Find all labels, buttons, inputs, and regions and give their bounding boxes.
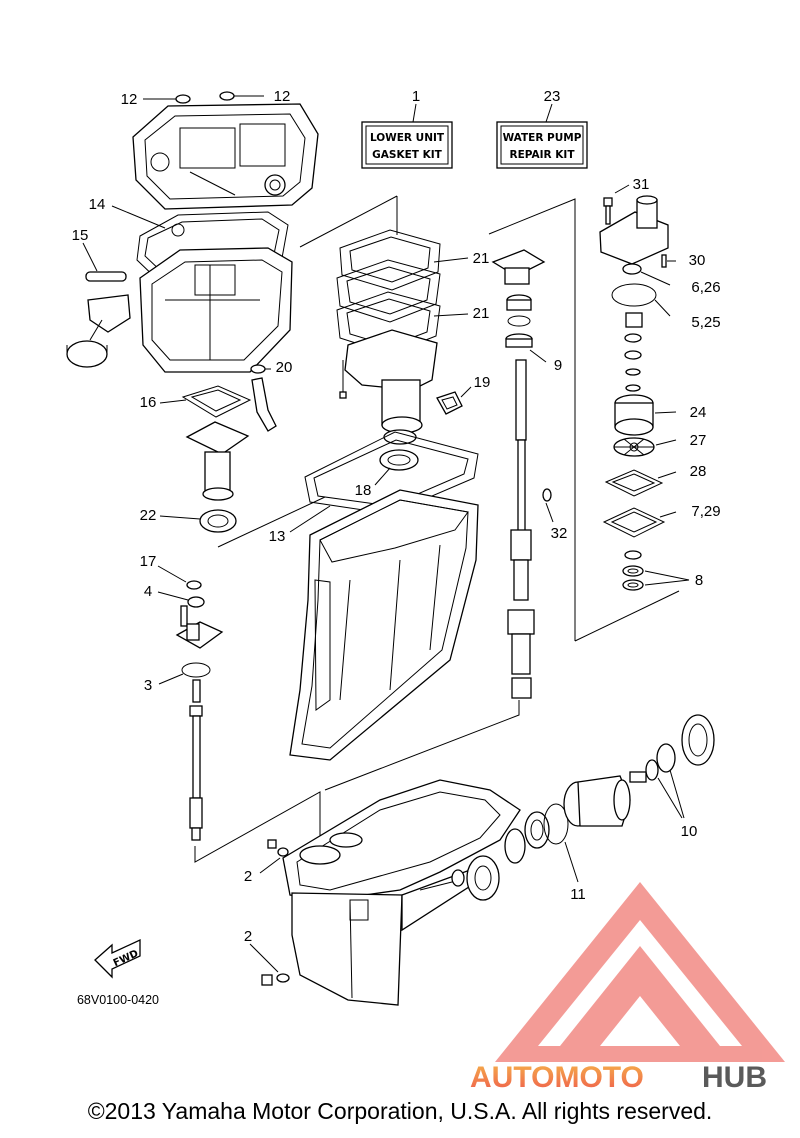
callout-31: 31 [633,176,650,193]
callout-2-lower: 2 [244,928,252,945]
o-ring-small-left [175,94,191,104]
exhaust-manifold [339,329,438,445]
exhaust-guide-plate [132,103,319,210]
callout-24: 24 [690,404,707,421]
oil-strainer [66,294,131,368]
plate-7-29 [602,507,666,538]
bearing-housing [491,249,546,285]
upper-casing [289,489,479,761]
pump-kit-line2: REPAIR KIT [510,149,576,161]
callout-12-right: 12 [274,88,291,105]
o-ring-5-25 [611,283,657,307]
oil-seals-8 [622,550,644,591]
callout-12-left: 12 [121,91,138,108]
gasket-kit-line2: GASKET KIT [372,149,442,161]
gasket-21-middle [336,259,441,323]
water-pump-kit-box: WATER PUMP REPAIR KIT 23 [496,88,588,169]
forward-bearing [504,811,550,864]
gasket-kit-box: LOWER UNIT GASKET KIT 1 [361,88,453,169]
seal-15 [85,271,127,282]
fwd-arrow-icon: FWD [94,938,141,979]
callout-2-upper: 2 [244,868,252,885]
callout-15: 15 [72,227,89,244]
callout-8: 8 [695,572,703,589]
callout-16: 16 [140,394,157,411]
callout-5-25: 5,25 [691,314,720,331]
pump-washers [624,312,643,392]
bolt-31 [603,197,613,225]
gasket-21-upper [339,229,441,291]
o-ring-3 [181,662,211,678]
callout-30: 30 [689,252,706,269]
gasket-28 [604,469,664,497]
callout-4: 4 [144,583,152,600]
pump-kit-line1: WATER PUMP [503,132,582,144]
propeller-shaft-housing [563,771,647,827]
callout-1: 1 [412,88,420,105]
drive-shaft [507,359,535,699]
bolt-30 [661,254,667,268]
diagram-code: 68V0100-0420 [77,993,159,1007]
callout-22: 22 [140,507,157,524]
gasket-13 [304,431,479,515]
screw-2-upper [267,839,289,857]
callout-10: 10 [681,823,698,840]
watermark-text-part1: AUTOMOTO [470,1061,644,1094]
rubber-19 [436,391,463,415]
callout-23: 23 [544,88,561,105]
automotohub-logo-icon [495,882,785,1062]
callout-20: 20 [276,359,293,376]
pipe-elbow [251,377,277,432]
seal-22 [199,509,237,533]
mount-housing [185,421,250,501]
callout-19: 19 [474,374,491,391]
callout-28: 28 [690,463,707,480]
screw-2-lower [261,973,290,986]
pin-32 [542,488,552,502]
rear-cap [681,714,715,766]
o-ring-17 [186,580,202,590]
callout-21-upper: 21 [473,250,490,267]
bearing-stack [505,294,533,348]
washer-20 [250,364,266,374]
callout-14: 14 [89,196,106,213]
automotohub-watermark: AUTOMOTO HUB [470,1061,767,1094]
callout-17: 17 [140,553,157,570]
callout-7-29: 7,29 [691,503,720,520]
callout-9: 9 [554,357,562,374]
copyright-notice: ©2013 Yamaha Motor Corporation, U.S.A. A… [87,1098,713,1124]
callout-27: 27 [690,432,707,449]
seal-18 [379,449,419,471]
gasket-kit-line1: LOWER UNIT [370,132,445,144]
pump-housing [599,195,669,265]
impeller-27 [613,437,655,457]
gasket-21-lower [336,291,441,355]
callout-6-26: 6,26 [691,279,720,296]
callout-13: 13 [269,528,286,545]
oil-seals-10 [645,743,676,781]
callout-11: 11 [570,886,586,903]
insert-cartridge-24 [614,394,654,436]
shift-rod-housing [175,605,224,649]
callout-3: 3 [144,677,152,694]
callout-32: 32 [551,525,568,542]
gasket-16 [181,385,252,418]
lower-casing [282,779,521,1006]
pinion-gear [451,855,500,901]
oil-seal-4 [187,596,205,608]
callout-21-lower: 21 [473,305,490,322]
shift-rod [189,679,203,841]
o-ring-6-26 [622,263,642,275]
oil-pan-housing [139,247,293,373]
o-ring-11 [543,803,569,845]
callout-18: 18 [355,482,372,499]
o-ring-small-right [219,91,235,101]
watermark-text-part2: HUB [702,1061,767,1094]
